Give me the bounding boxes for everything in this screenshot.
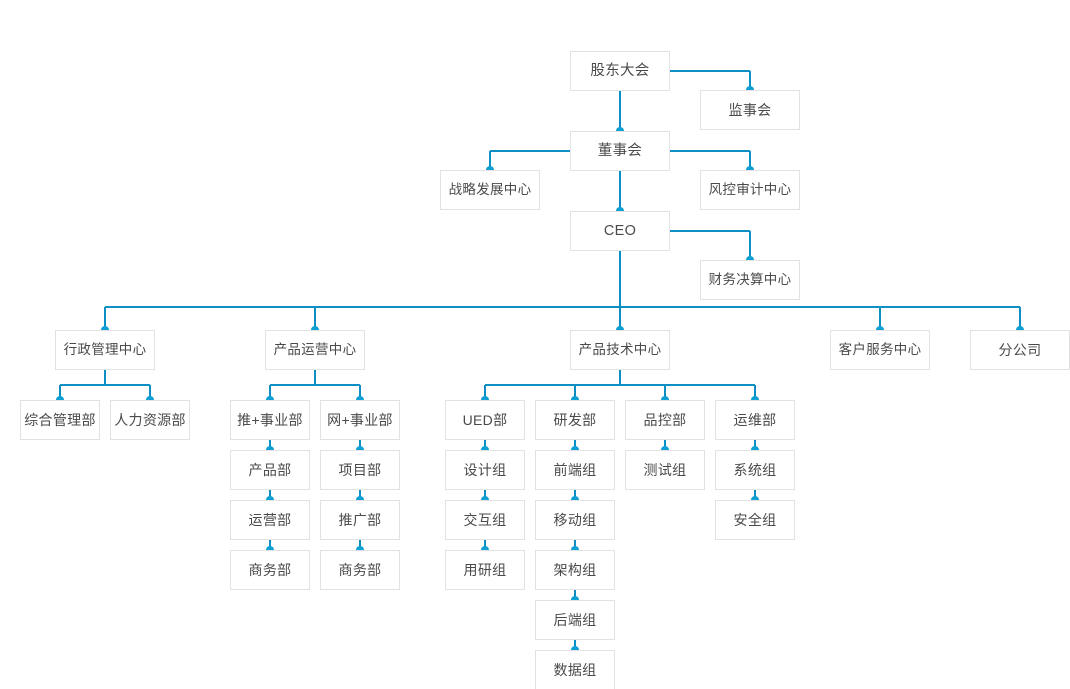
org-node-label: 客户服务中心: [838, 342, 922, 358]
org-node-label: 网+事业部: [327, 412, 393, 428]
org-node-board[interactable]: 董事会: [570, 131, 670, 171]
org-node-prodops[interactable]: 产品运营中心: [265, 330, 365, 370]
org-node-test-group[interactable]: 测试组: [625, 450, 705, 490]
org-node-label: CEO: [603, 222, 637, 239]
org-node-label: 品控部: [643, 412, 687, 428]
org-node-branch[interactable]: 分公司: [970, 330, 1070, 370]
org-node-ued[interactable]: UED部: [445, 400, 525, 440]
org-node-label: 测试组: [643, 462, 687, 478]
org-node-label: 财务决算中心: [708, 272, 792, 288]
org-node-supervisory[interactable]: 监事会: [700, 90, 800, 130]
org-node-label: 运营部: [248, 512, 292, 528]
org-node-arch-group[interactable]: 架构组: [535, 550, 615, 590]
org-node-biz-dept-2[interactable]: 商务部: [320, 550, 400, 590]
org-node-strategy[interactable]: 战略发展中心: [440, 170, 540, 210]
org-node-label: 商务部: [338, 562, 382, 578]
org-node-label: 用研组: [463, 562, 507, 578]
org-node-label: UED部: [462, 412, 508, 428]
org-node-admin[interactable]: 行政管理中心: [55, 330, 155, 370]
org-node-customer[interactable]: 客户服务中心: [830, 330, 930, 370]
org-node-label: 运维部: [733, 412, 777, 428]
org-node-ceo[interactable]: CEO: [570, 211, 670, 251]
org-node-label: 产品部: [248, 462, 292, 478]
org-node-hr[interactable]: 人力资源部: [110, 400, 190, 440]
org-node-label: 行政管理中心: [63, 342, 147, 358]
org-node-label: 风控审计中心: [708, 182, 792, 198]
org-node-label: 董事会: [597, 142, 643, 159]
org-node-label: 推+事业部: [237, 412, 303, 428]
org-node-system-group[interactable]: 系统组: [715, 450, 795, 490]
org-node-wang-bu[interactable]: 网+事业部: [320, 400, 400, 440]
org-node-label: 商务部: [248, 562, 292, 578]
org-node-label: 推广部: [338, 512, 382, 528]
org-node-prodtech[interactable]: 产品技术中心: [570, 330, 670, 370]
org-node-label: 人力资源部: [114, 412, 186, 428]
org-node-general-mgmt[interactable]: 综合管理部: [20, 400, 100, 440]
org-node-label: 股东大会: [590, 62, 650, 79]
org-node-security-group[interactable]: 安全组: [715, 500, 795, 540]
org-node-qc[interactable]: 品控部: [625, 400, 705, 440]
org-node-devops[interactable]: 运维部: [715, 400, 795, 440]
org-node-ops-dept[interactable]: 运营部: [230, 500, 310, 540]
org-node-mobile-group[interactable]: 移动组: [535, 500, 615, 540]
org-node-label: 产品技术中心: [578, 342, 662, 358]
org-node-label: 移动组: [553, 512, 597, 528]
org-node-riskaudit[interactable]: 风控审计中心: [700, 170, 800, 210]
org-node-tui-bu[interactable]: 推+事业部: [230, 400, 310, 440]
org-node-rnd[interactable]: 研发部: [535, 400, 615, 440]
org-node-label: 战略发展中心: [448, 182, 532, 198]
org-node-data-group[interactable]: 数据组: [535, 650, 615, 689]
org-node-label: 研发部: [553, 412, 597, 428]
org-node-interaction-group[interactable]: 交互组: [445, 500, 525, 540]
org-node-finance[interactable]: 财务决算中心: [700, 260, 800, 300]
org-node-biz-dept-1[interactable]: 商务部: [230, 550, 310, 590]
org-node-product-dept[interactable]: 产品部: [230, 450, 310, 490]
org-node-label: 综合管理部: [24, 412, 96, 428]
org-node-label: 监事会: [728, 102, 772, 118]
org-node-label: 分公司: [998, 342, 1042, 358]
org-node-label: 交互组: [463, 512, 507, 528]
org-node-label: 数据组: [553, 662, 597, 678]
org-node-shareholders[interactable]: 股东大会: [570, 51, 670, 91]
org-node-label: 设计组: [463, 462, 507, 478]
org-node-label: 产品运营中心: [273, 342, 357, 358]
org-node-label: 前端组: [553, 462, 597, 478]
org-node-label: 系统组: [733, 462, 777, 478]
org-node-design-group[interactable]: 设计组: [445, 450, 525, 490]
org-node-frontend-group[interactable]: 前端组: [535, 450, 615, 490]
org-node-research-group[interactable]: 用研组: [445, 550, 525, 590]
org-node-label: 架构组: [553, 562, 597, 578]
org-node-label: 安全组: [733, 512, 777, 528]
org-node-promo-dept[interactable]: 推广部: [320, 500, 400, 540]
org-node-label: 后端组: [553, 612, 597, 628]
org-node-backend-group[interactable]: 后端组: [535, 600, 615, 640]
org-node-label: 项目部: [338, 462, 382, 478]
org-node-project-dept[interactable]: 项目部: [320, 450, 400, 490]
